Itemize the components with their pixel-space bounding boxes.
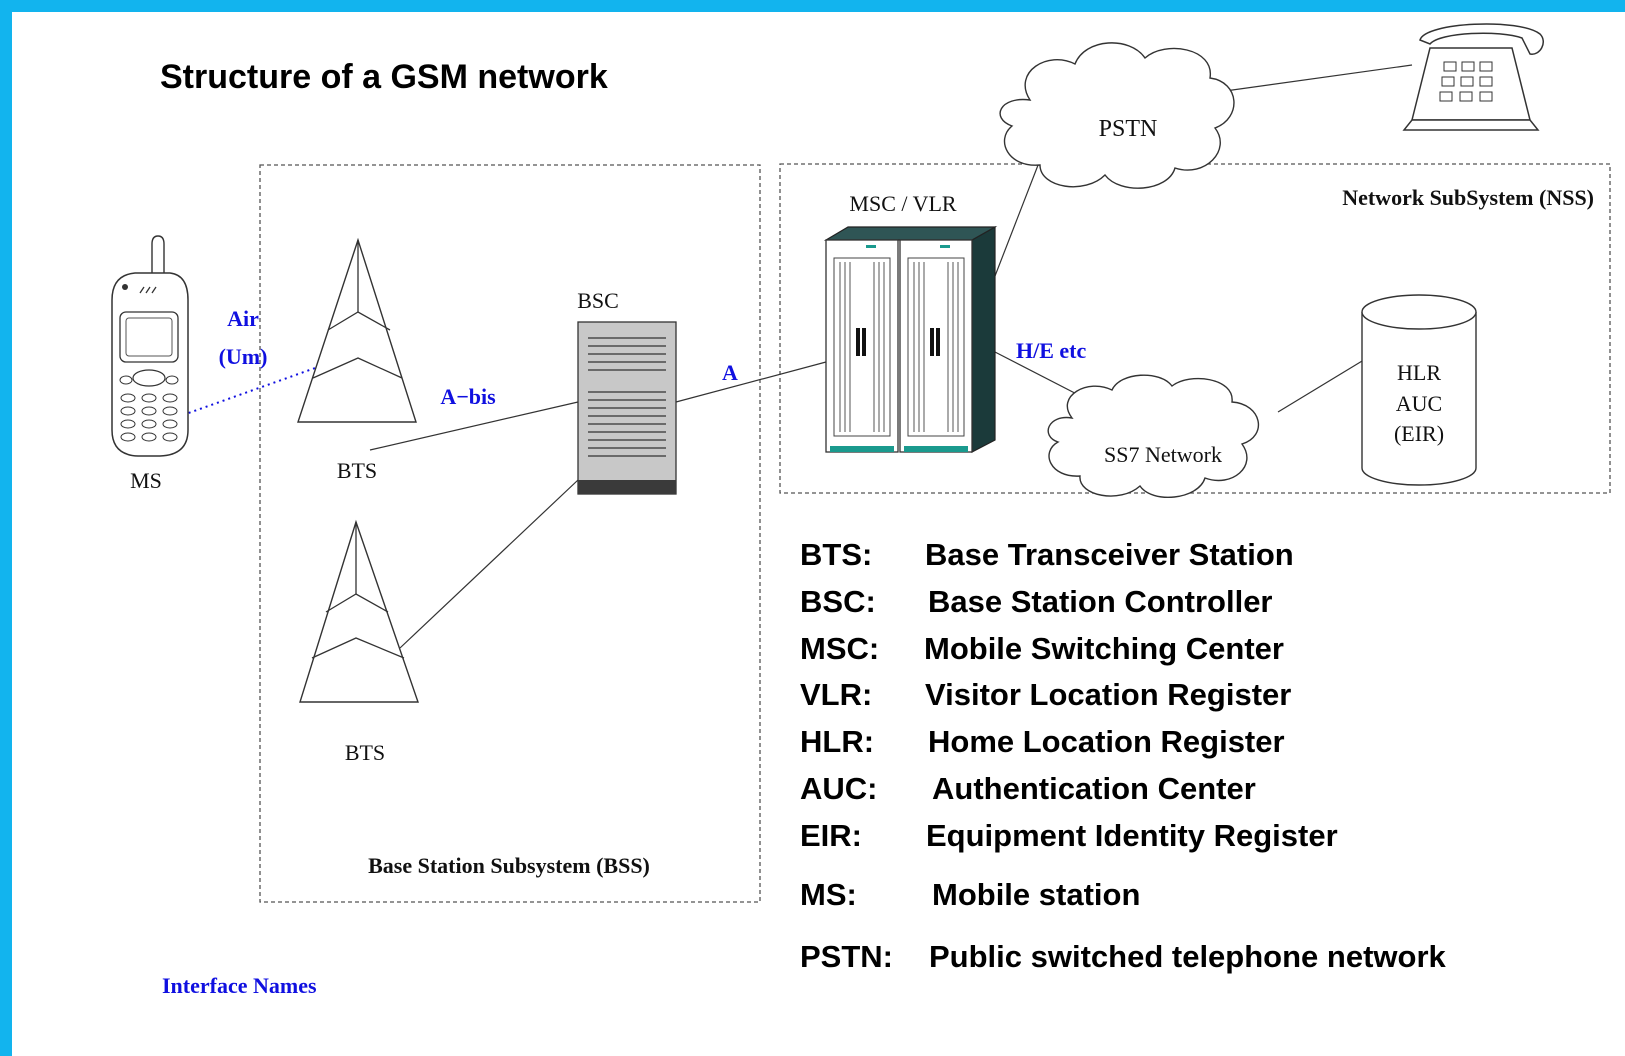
he-interface-label: H/E etc xyxy=(1016,338,1086,363)
ss7-label: SS7 Network xyxy=(1104,442,1222,467)
legend-text: Mobile Switching Center xyxy=(924,631,1284,666)
interface-names-caption: Interface Names xyxy=(162,973,317,998)
mobile-phone-icon xyxy=(111,235,189,457)
ss7-cloud xyxy=(1047,374,1260,498)
legend-abbr: MSC: xyxy=(800,631,879,666)
legend-abbr: BTS: xyxy=(800,537,872,572)
telephone-icon xyxy=(1402,23,1544,131)
legend-text: Equipment Identity Register xyxy=(926,818,1338,853)
legend-abbr: PSTN: xyxy=(800,939,893,974)
legend-text: Base Station Controller xyxy=(928,584,1273,619)
bts-label-bottom: BTS xyxy=(345,740,385,765)
legend-text: Visitor Location Register xyxy=(925,677,1291,712)
pstn-label: PSTN xyxy=(1099,116,1158,142)
a-link xyxy=(675,361,827,403)
bts-label-top: BTS xyxy=(337,458,377,483)
abis-link-bottom xyxy=(399,479,579,649)
ss7-hlr-link xyxy=(1277,354,1373,413)
bsc-cabinet-icon xyxy=(577,321,677,495)
abis-interface-label: A−bis xyxy=(440,384,496,409)
legend-text: Home Location Register xyxy=(928,724,1285,759)
auc-label: AUC xyxy=(1396,391,1442,416)
legend-abbr: BSC: xyxy=(800,584,876,619)
bss-label: Base Station Subsystem (BSS) xyxy=(368,853,650,878)
a-interface-label: A xyxy=(722,360,738,385)
air-interface-label: Air xyxy=(227,306,259,331)
legend-text: Mobile station xyxy=(932,877,1140,912)
legend-text: Authentication Center xyxy=(932,771,1256,806)
legend-text: Base Transceiver Station xyxy=(925,537,1294,572)
legend-abbr: AUC: xyxy=(800,771,878,806)
slide: Structure of a GSM network PSTN xyxy=(12,12,1625,1056)
pstn-phone-link xyxy=(1217,64,1413,93)
pstn-cloud xyxy=(999,42,1235,189)
bsc-label: BSC xyxy=(577,288,619,313)
gsm-network-diagram: Structure of a GSM network PSTN xyxy=(111,23,1611,998)
legend-abbr: VLR: xyxy=(800,677,872,712)
hlr-database-icon xyxy=(1361,294,1477,486)
msc-pstn-link xyxy=(994,159,1041,277)
eir-label: (EIR) xyxy=(1394,421,1444,446)
legend-abbr: MS: xyxy=(800,877,857,912)
msc-vlr-label: MSC / VLR xyxy=(849,191,957,216)
legend-abbr: EIR: xyxy=(800,818,862,853)
um-interface-label: (Um) xyxy=(219,344,268,369)
bts-tower-icon-top xyxy=(297,237,417,423)
ms-label: MS xyxy=(130,468,162,493)
legend: BTS: Base Transceiver Station BSC: Base … xyxy=(800,537,1447,974)
abis-link-top xyxy=(369,401,579,451)
msc-vlr-cabinet-icon xyxy=(823,225,998,453)
legend-abbr: HLR: xyxy=(800,724,874,759)
diagram-title: Structure of a GSM network xyxy=(160,58,608,96)
nss-label: Network SubSystem (NSS) xyxy=(1342,185,1594,210)
bss-boundary xyxy=(259,164,761,903)
air-link xyxy=(182,366,319,416)
legend-text: Public switched telephone network xyxy=(929,939,1447,974)
hlr-label: HLR xyxy=(1397,360,1441,385)
bts-tower-icon-bottom xyxy=(299,519,419,703)
